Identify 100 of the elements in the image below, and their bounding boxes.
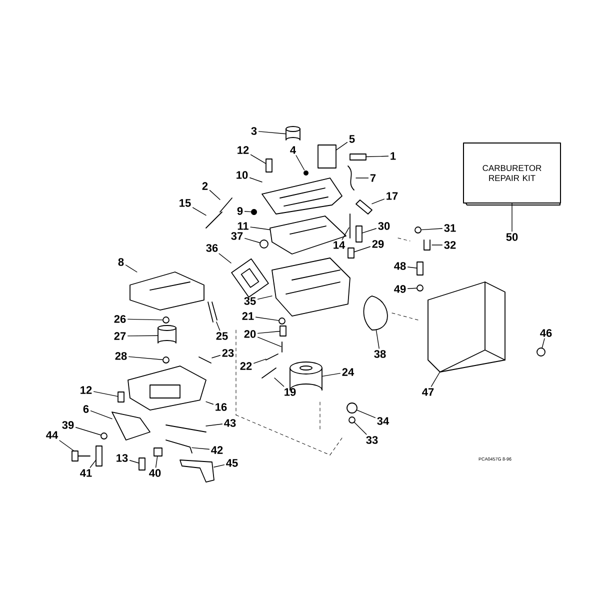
part-drawing <box>416 262 424 276</box>
part-drawing <box>251 209 257 215</box>
leader-line <box>430 372 440 387</box>
part-drawing <box>262 178 342 214</box>
leader-line <box>407 288 418 289</box>
leader-line <box>127 335 158 336</box>
callout-number: 36 <box>206 244 218 252</box>
callout-number: 23 <box>222 349 234 357</box>
leader-line <box>212 355 221 358</box>
part-drawing <box>72 450 90 462</box>
leader-line <box>372 198 385 204</box>
leader-line <box>75 427 102 436</box>
part-drawing <box>198 356 212 364</box>
callout-number: 30 <box>378 222 390 230</box>
part-drawing <box>158 325 176 344</box>
leader-line <box>218 253 232 264</box>
part-drawing <box>208 302 218 322</box>
leader-line <box>90 410 112 420</box>
part-drawing <box>286 126 300 140</box>
leader-line <box>366 156 389 158</box>
leader-line <box>258 131 286 134</box>
leader-line <box>376 330 380 349</box>
leader-line <box>322 372 341 377</box>
callout-number: 15 <box>180 199 191 207</box>
leader-line <box>244 211 252 212</box>
part-drawing <box>96 446 102 466</box>
leader-line <box>296 155 305 170</box>
callout-number: 39 <box>62 421 74 429</box>
leader-line <box>155 456 158 468</box>
leader-line <box>250 226 270 230</box>
part-drawing <box>363 296 388 330</box>
part-drawing <box>272 258 350 316</box>
callout-number: 4 <box>290 146 296 154</box>
leader-line <box>336 142 348 151</box>
callout-number: 25 <box>216 332 228 340</box>
part-drawing <box>266 354 278 360</box>
part-drawing <box>350 154 366 160</box>
callout-number: 43 <box>224 419 236 427</box>
part-drawing <box>128 366 206 410</box>
leader-line <box>257 296 272 300</box>
part-drawing <box>416 284 424 292</box>
leader-line <box>244 238 261 244</box>
part-drawing <box>130 272 204 310</box>
part-drawing <box>280 326 286 336</box>
leader-line <box>59 440 74 452</box>
callout-number: 22 <box>240 362 252 370</box>
callout-number: 45 <box>226 459 238 467</box>
callout-number: 11 <box>238 222 248 230</box>
callout-number: 27 <box>114 332 126 340</box>
part-drawing <box>206 212 222 228</box>
leader-line <box>354 246 371 252</box>
callout-number: 8 <box>118 258 124 266</box>
callout-number: 3 <box>251 127 257 135</box>
part-drawing <box>348 248 354 258</box>
part-drawing <box>262 368 276 378</box>
callout-number: 46 <box>540 329 552 337</box>
callout-number: 33 <box>366 436 378 444</box>
leader-line <box>125 264 138 272</box>
callout-number: 13 <box>116 454 128 462</box>
leader-line <box>192 447 210 450</box>
callout-number: 37 <box>231 232 243 240</box>
leader-line <box>255 316 280 321</box>
part-drawing <box>220 198 232 212</box>
leader-line <box>90 460 96 468</box>
part-drawing <box>154 448 162 456</box>
callout-number: 7 <box>370 174 376 182</box>
callout-number: 17 <box>386 192 398 200</box>
leader-line <box>127 318 164 320</box>
callout-number: 38 <box>374 350 386 358</box>
callout-number: 14 <box>334 241 346 249</box>
callout-number: 12 <box>238 146 249 154</box>
part-drawing <box>428 282 506 372</box>
callout-number: 48 <box>394 262 406 270</box>
callout-number: 12 <box>80 386 92 394</box>
leader-line <box>209 190 220 200</box>
callout-number: 44 <box>46 431 58 439</box>
part-drawing <box>162 356 170 364</box>
leader-line <box>542 338 545 348</box>
part-drawing <box>270 216 346 254</box>
callout-number: 35 <box>244 297 256 305</box>
part-drawing <box>118 392 124 402</box>
part-drawing <box>348 416 356 424</box>
part-drawing <box>180 460 214 482</box>
callout-number: 26 <box>114 315 126 323</box>
leader-line <box>93 391 118 397</box>
callout-number: 40 <box>149 469 161 477</box>
part-drawing <box>100 432 108 440</box>
callout-number: 28 <box>115 352 127 360</box>
callout-number: 6 <box>83 405 89 413</box>
part-drawing <box>166 424 206 432</box>
leader-line <box>216 322 220 331</box>
part-drawing <box>424 240 430 250</box>
callout-number: 34 <box>377 417 390 425</box>
part-drawing <box>318 144 336 168</box>
leader-line <box>206 424 223 426</box>
leader-line <box>420 228 443 230</box>
callout-number: 24 <box>342 368 354 376</box>
callout-number: 31 <box>444 224 456 232</box>
leader-line <box>356 410 376 418</box>
callout-number: 1 <box>390 152 396 160</box>
